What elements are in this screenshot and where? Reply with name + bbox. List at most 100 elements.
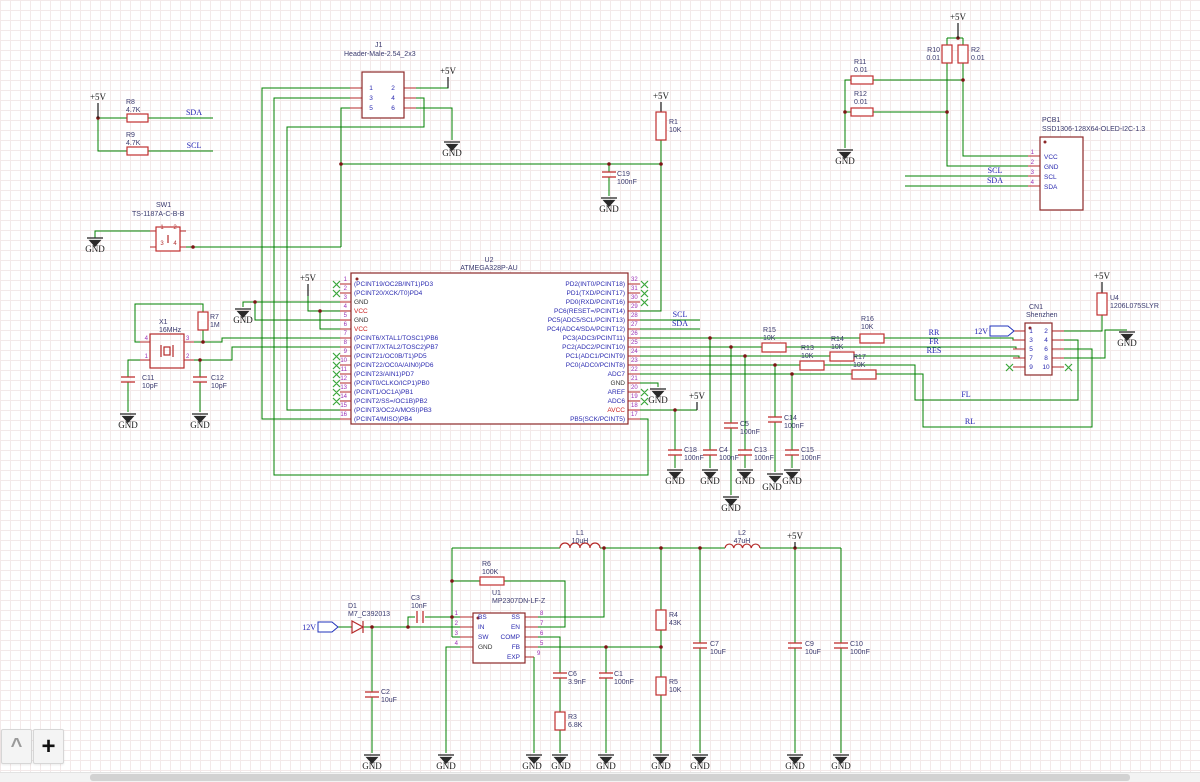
ref-label[interactable]: C13: [754, 447, 767, 454]
collapse-button[interactable]: ^: [1, 729, 32, 764]
gnd-label[interactable]: GND: [522, 761, 542, 771]
value-label[interactable]: 100K: [482, 569, 499, 576]
value-label[interactable]: 100nF: [684, 455, 704, 462]
component-u4[interactable]: U4 1206L075SLYR: [1096, 292, 1159, 316]
component-r15[interactable]: R15 10K: [761, 327, 787, 353]
ref-label[interactable]: R7: [210, 314, 219, 321]
ref-label[interactable]: R10: [927, 47, 940, 54]
ref-label[interactable]: R2: [971, 47, 980, 54]
power-flag-5v[interactable]: [97, 23, 1103, 548]
value-label[interactable]: 10K: [801, 353, 814, 360]
value-label[interactable]: 43K: [669, 620, 682, 627]
p5v-label[interactable]: +5V: [1094, 271, 1111, 281]
ref-label[interactable]: R12: [854, 91, 867, 98]
ref-label[interactable]: C3: [411, 595, 420, 602]
net-label-scl[interactable]: SCL: [187, 141, 202, 150]
p5v-label[interactable]: +5V: [689, 391, 706, 401]
value-label[interactable]: 10K: [853, 362, 866, 369]
gnd-flags[interactable]: GND GND GND GND GND GND GND GND GND GND …: [85, 141, 1137, 771]
scrollbar-thumb[interactable]: [90, 774, 1130, 781]
component-x1[interactable]: X1 16MHz 4 1 3 2: [145, 319, 190, 369]
wire-nw[interactable]: [94, 77, 662, 476]
component-r16[interactable]: R16 10K: [859, 316, 885, 344]
component-c3[interactable]: C3 10nF: [411, 595, 427, 623]
gnd-label[interactable]: GND: [190, 420, 210, 430]
wires[interactable]: [94, 25, 1127, 753]
ref-label[interactable]: C18: [684, 447, 697, 454]
component-sw1[interactable]: SW1 TS-1187A-C-B-B 1 2 3 4: [132, 202, 185, 252]
value-label[interactable]: 10pF: [142, 383, 158, 390]
value-label[interactable]: 100nF: [719, 455, 739, 462]
value-label[interactable]: 10uF: [381, 697, 397, 704]
component-c5[interactable]: C5 100nF: [723, 421, 760, 436]
ref-label[interactable]: R13: [801, 345, 814, 352]
value-label[interactable]: 10uF: [710, 649, 726, 656]
v12-label[interactable]: 12V: [302, 623, 316, 632]
value-label[interactable]: 47uH: [734, 538, 751, 545]
ref-label[interactable]: C6: [568, 671, 577, 678]
net-label-fr[interactable]: FR: [929, 337, 939, 346]
component-r10[interactable]: R10 0.01: [926, 44, 953, 64]
gnd-label[interactable]: GND: [85, 244, 105, 254]
net-label-sda[interactable]: SDA: [987, 176, 1003, 185]
ref-label[interactable]: R4: [669, 612, 678, 619]
value-label[interactable]: 0.01: [854, 67, 868, 74]
netflag-12v-input[interactable]: 12V: [302, 621, 339, 633]
gnd-label[interactable]: GND: [665, 476, 685, 486]
gnd-label[interactable]: GND: [690, 761, 710, 771]
component-c10[interactable]: C10 100nF: [833, 641, 870, 656]
net-label-rl[interactable]: RL: [965, 417, 975, 426]
net-label-sda[interactable]: SDA: [186, 108, 202, 117]
value-label[interactable]: MP2307DN-LF-Z: [492, 598, 546, 605]
gnd-label[interactable]: GND: [831, 761, 851, 771]
gnd-label[interactable]: GND: [735, 476, 755, 486]
value-label[interactable]: 4.7K: [126, 107, 141, 114]
value-label[interactable]: 100nF: [850, 649, 870, 656]
ref-label[interactable]: C12: [211, 375, 224, 382]
component-r4[interactable]: R4 43K: [655, 609, 682, 631]
ref-label[interactable]: U2: [485, 257, 494, 264]
component-r17[interactable]: R17 10K: [851, 354, 877, 380]
component-r13[interactable]: R13 10K: [799, 345, 825, 371]
component-r14[interactable]: R14 10K: [829, 336, 855, 362]
ref-label[interactable]: C14: [784, 415, 797, 422]
gnd-label[interactable]: GND: [762, 482, 782, 492]
component-c4[interactable]: C4 100nF: [702, 447, 739, 462]
value-label[interactable]: SSD1306-128X64-OLED-I2C-1.3: [1042, 126, 1145, 133]
gnd-label[interactable]: GND: [442, 148, 462, 158]
value-label[interactable]: 3.9nF: [568, 679, 586, 686]
ref-label[interactable]: CN1: [1029, 304, 1043, 311]
gnd-label[interactable]: GND: [785, 761, 805, 771]
value-label[interactable]: 0.01: [926, 55, 940, 62]
component-pcb1[interactable]: PCB1 SSD1306-128X64-OLED-I2C-1.3 1 2 3 4…: [1031, 117, 1146, 211]
value-label[interactable]: Header-Male-2.54_2x3: [344, 51, 416, 58]
p5v-label[interactable]: +5V: [950, 12, 967, 22]
value-label[interactable]: 1206L075SLYR: [1110, 303, 1159, 310]
value-label[interactable]: 100nF: [801, 455, 821, 462]
component-c6[interactable]: C6 3.9nF: [552, 671, 586, 686]
value-label[interactable]: 100nF: [784, 423, 804, 430]
p5v-label[interactable]: +5V: [653, 91, 670, 101]
gnd-label[interactable]: GND: [700, 476, 720, 486]
component-c18[interactable]: C18 100nF: [667, 447, 704, 462]
ref-label[interactable]: C9: [805, 641, 814, 648]
component-r2[interactable]: R2 0.01: [957, 44, 985, 64]
component-r6[interactable]: R6 100K: [479, 561, 505, 586]
ref-label[interactable]: R9: [126, 132, 135, 139]
component-c14[interactable]: C14 100nF: [767, 415, 804, 430]
component-r8[interactable]: R8 4.7K: [126, 99, 149, 123]
ref-label[interactable]: C19: [617, 171, 630, 178]
component-c2[interactable]: C2 10uF: [364, 689, 397, 704]
wire-u2-left[interactable]: [127, 296, 340, 412]
value-label[interactable]: 10pF: [211, 383, 227, 390]
ref-label[interactable]: D1: [348, 603, 357, 610]
component-r1[interactable]: R1 10K: [655, 111, 682, 141]
gnd-label[interactable]: GND: [436, 761, 456, 771]
ref-label[interactable]: C11: [142, 375, 154, 382]
gnd-label[interactable]: GND: [551, 761, 571, 771]
gnd-label[interactable]: GND: [721, 503, 741, 513]
value-label[interactable]: 10K: [669, 127, 682, 134]
gnd-label[interactable]: GND: [362, 761, 382, 771]
